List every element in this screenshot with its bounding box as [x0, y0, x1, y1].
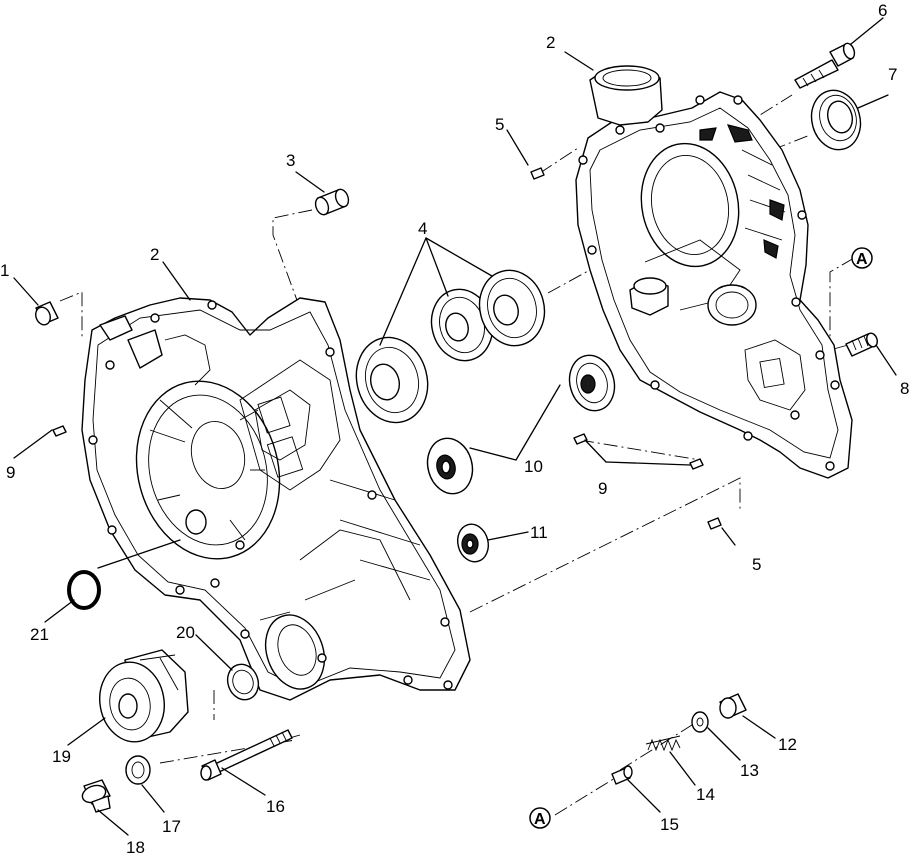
dowel-part-5	[530, 167, 722, 530]
callout-16: 16	[266, 797, 285, 816]
callout-2-right: 2	[546, 33, 555, 52]
callout-12: 12	[778, 735, 797, 754]
reference-marker-a-top: A	[851, 247, 873, 269]
callout-8: 8	[900, 379, 909, 398]
washer-part-13	[691, 711, 709, 733]
callout-9-left: 9	[6, 463, 15, 482]
plug-part-18	[81, 779, 111, 813]
callout-17: 17	[162, 817, 181, 836]
callout-2-left: 2	[150, 245, 159, 264]
callout-3: 3	[286, 151, 295, 170]
sleeve-part-3	[314, 188, 350, 216]
washer-part-17	[125, 755, 151, 785]
bearings-part-4	[355, 269, 546, 424]
callout-21: 21	[30, 625, 49, 644]
svg-text:A: A	[534, 811, 546, 828]
cover-part-19	[99, 649, 189, 743]
callout-19: 19	[52, 747, 71, 766]
oil-seal-part-7	[810, 89, 862, 151]
bearings-part-10	[426, 354, 616, 495]
callout-1: 1	[0, 261, 9, 280]
o-ring-part-21	[67, 570, 101, 610]
callout-9-right: 9	[598, 479, 607, 498]
callout-18: 18	[126, 838, 145, 855]
right-crankcase-half	[575, 65, 853, 479]
seal-part-20	[226, 663, 260, 701]
callout-5-top: 5	[495, 115, 504, 134]
fitting-part-8	[845, 332, 878, 357]
bearing-part-11	[456, 523, 490, 563]
callout-11: 11	[530, 523, 548, 542]
bushing-part-1	[35, 301, 59, 326]
left-crankcase-half	[81, 297, 471, 701]
spring-part-14	[645, 735, 681, 752]
callout-4: 4	[418, 219, 427, 238]
svg-text:A: A	[856, 251, 868, 268]
callout-5-bottom: 5	[752, 555, 761, 574]
callout-7: 7	[888, 65, 897, 84]
leader-lines	[13, 17, 897, 836]
reference-marker-a-bottom: A	[529, 807, 551, 829]
callout-10: 10	[524, 457, 543, 476]
callout-20: 20	[176, 623, 195, 642]
dowel-pins-part-9	[52, 425, 704, 470]
bolt-part-12	[719, 693, 747, 719]
pin-part-15	[611, 765, 633, 785]
bolt-part-6	[794, 42, 856, 89]
callout-13: 13	[740, 761, 759, 780]
callout-6: 6	[878, 1, 887, 20]
callout-15: 15	[660, 815, 679, 834]
bolt-part-16	[200, 729, 293, 781]
callout-14: 14	[696, 785, 715, 804]
